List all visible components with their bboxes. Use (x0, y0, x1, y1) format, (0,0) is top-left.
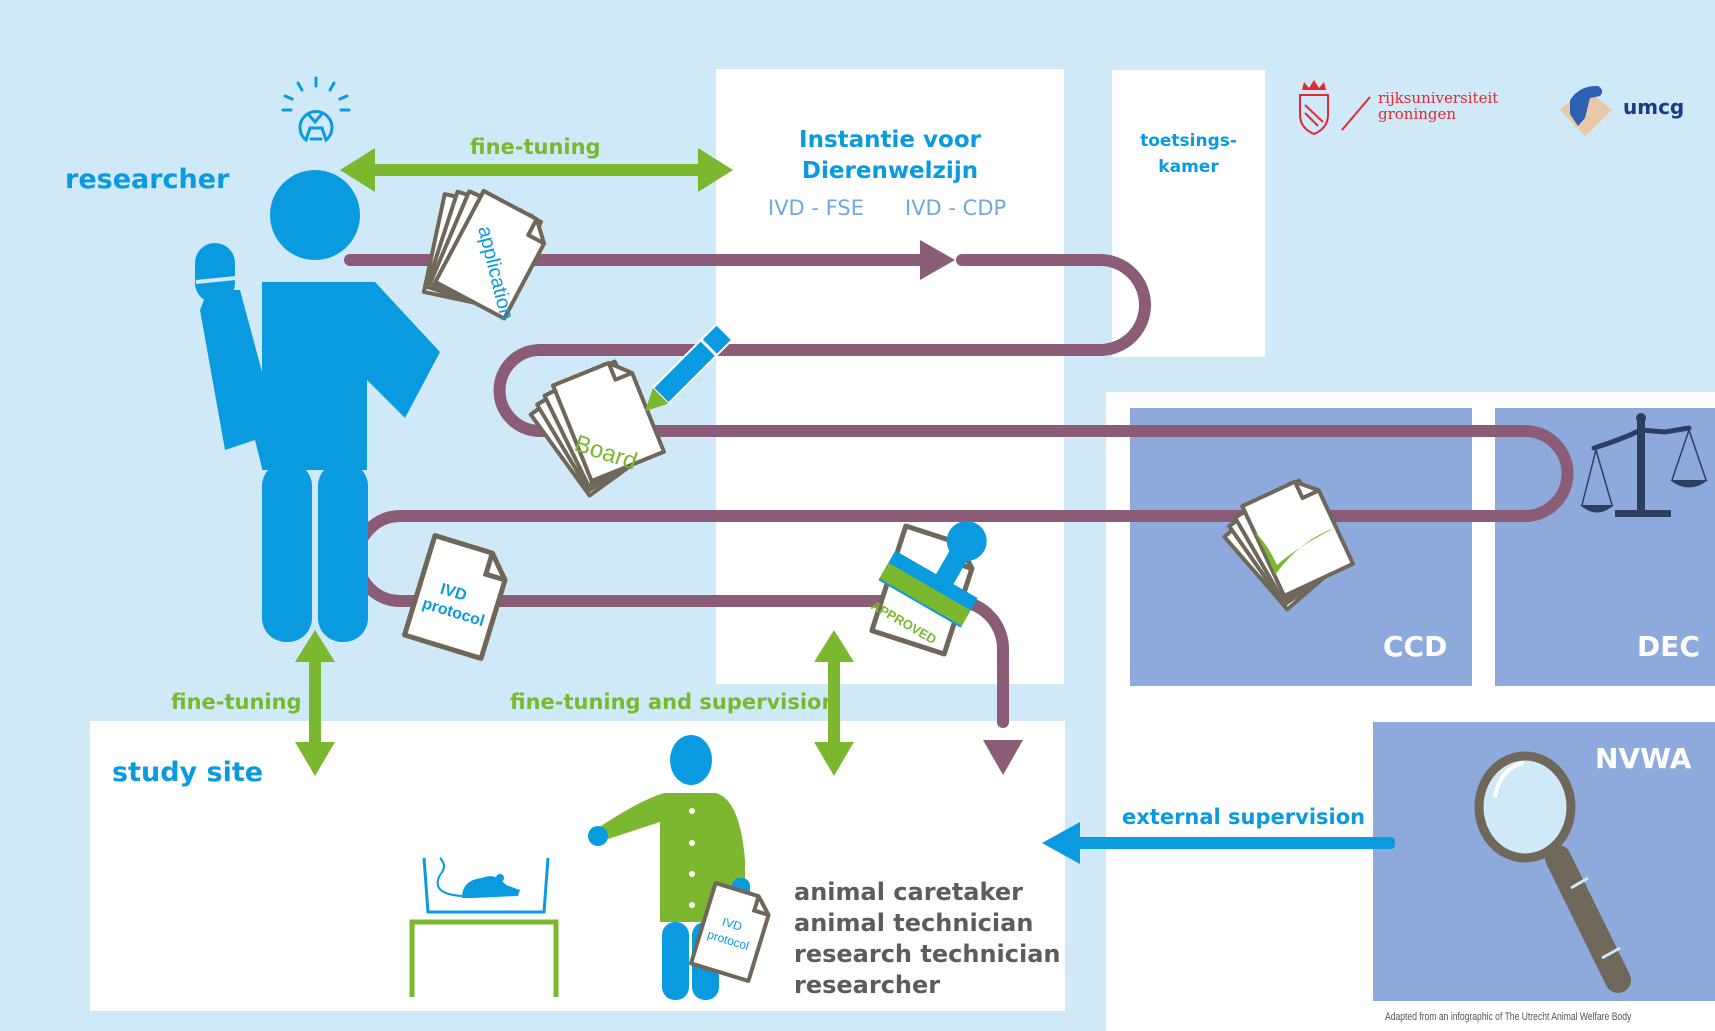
caretaker-protocol-label-1: IVD (721, 915, 745, 934)
institution-title: Instantie voor Dierenwelzijn (716, 125, 1064, 187)
ivd-fse-label: IVD - FSE (768, 196, 864, 220)
role-item: animal caretaker (794, 878, 1023, 906)
nvwa-label: NVWA (1595, 742, 1692, 775)
flow-arrowhead-down (983, 740, 1023, 775)
study-site-label: study site (112, 757, 264, 788)
scales-of-justice-icon (1580, 413, 1708, 517)
dec-panel (1495, 408, 1715, 686)
pen-icon (645, 322, 734, 412)
board-documents-icon (528, 359, 666, 498)
checkmark-icon (1255, 528, 1335, 575)
ivd-cdp-label: IVD - CDP (905, 196, 1007, 220)
fine-tuning-left-label: fine-tuning (171, 690, 302, 714)
fine-tuning-top-label: fine-tuning (470, 135, 601, 159)
role-item: animal technician (794, 909, 1034, 937)
caretaker-protocol-document-icon (689, 881, 771, 983)
dec-label: DEC (1637, 630, 1700, 663)
table-icon (409, 919, 559, 997)
researcher-figure-icon (195, 170, 440, 642)
institution-title-line2: Dierenwelzijn (801, 158, 979, 184)
rug-logo-text: rijksuniversiteit groningen (1378, 90, 1498, 122)
flow-arrowhead-right (920, 240, 955, 280)
external-supervision-arrow (1042, 822, 1395, 864)
role-item: researcher (794, 971, 941, 999)
review-chamber-line2: kamer (1158, 157, 1219, 177)
lightbulb-icon (281, 76, 351, 143)
study-site-roles: animal caretaker animal technician resea… (794, 877, 1060, 1001)
study-site-gap (1065, 392, 1106, 1031)
stamp-icon (878, 521, 987, 628)
rug-line2: groningen (1378, 105, 1457, 123)
magnifying-glass-icon (1474, 751, 1631, 993)
ivd-protocol-document-icon (402, 533, 508, 661)
umcg-logo-text: umcg (1623, 95, 1685, 119)
fine-tuning-arrow-left (295, 630, 335, 776)
rug-line1: rijksuniversiteit (1378, 89, 1499, 107)
umcg-logo-icon (1560, 85, 1612, 136)
institution-title-line1: Instantie voor (799, 127, 981, 153)
rug-logo-icon (1299, 80, 1371, 136)
fine-tuning-supervision-arrow (814, 630, 854, 776)
role-item: research technician (794, 940, 1061, 968)
fine-tuning-arrow-top (340, 148, 733, 192)
researcher-label: researcher (65, 164, 230, 195)
researcher-hand-detail (195, 276, 403, 424)
application-documents-icon (421, 188, 547, 321)
fine-tuning-supervision-label: fine-tuning and supervision (510, 690, 837, 714)
checked-documents-icon (1222, 478, 1356, 612)
mouse-cage-icon (422, 857, 550, 914)
external-supervision-label: external supervision (1122, 805, 1366, 829)
review-chamber-line1: toetsings- (1140, 131, 1237, 151)
review-chamber-title: toetsings- kamer (1112, 128, 1265, 180)
study-site-panel (90, 721, 1065, 1011)
credit-text: Adapted from an infographic of The Utrec… (1385, 1011, 1632, 1023)
flow-segment-2 (351, 254, 1574, 728)
ccd-label: CCD (1383, 630, 1448, 663)
review-chamber-panel (1112, 70, 1265, 357)
